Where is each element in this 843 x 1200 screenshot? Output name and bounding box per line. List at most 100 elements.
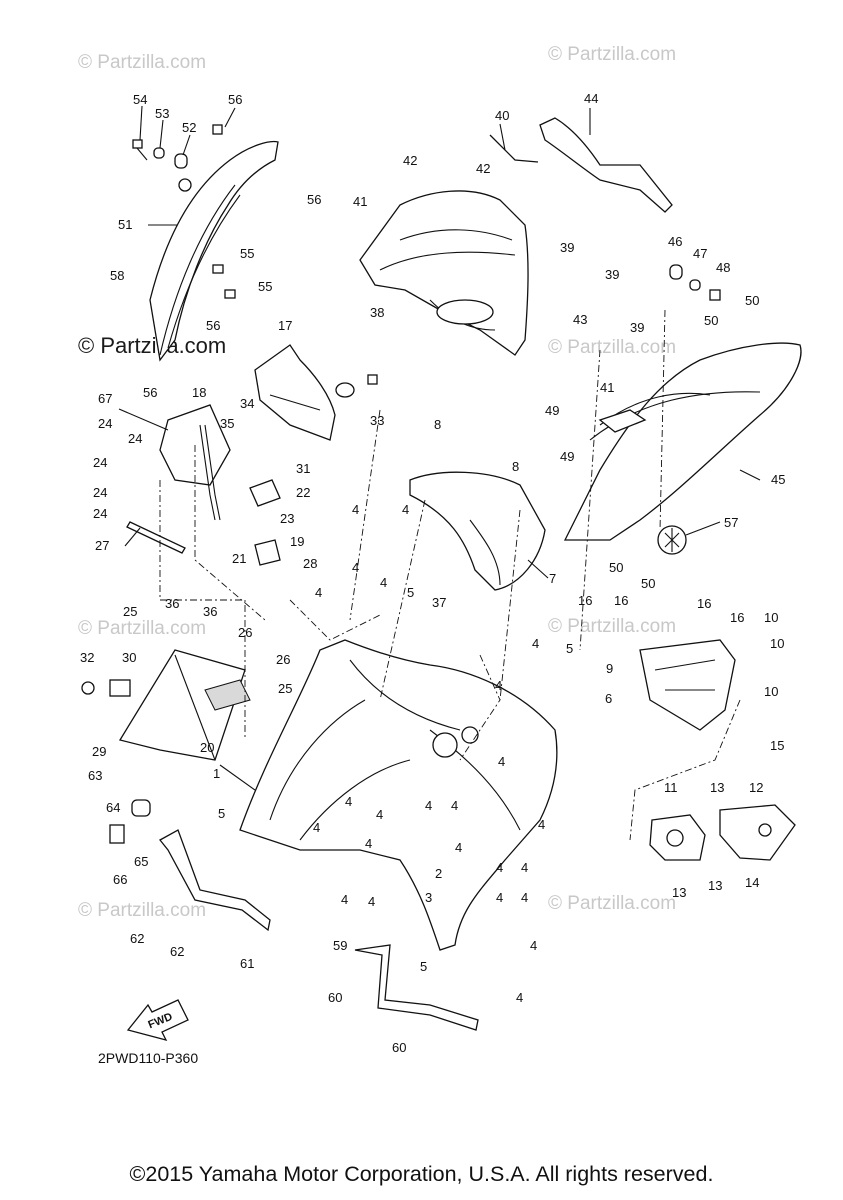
callout: 4 (313, 820, 320, 835)
callout: 42 (476, 161, 490, 176)
callout: 8 (512, 459, 519, 474)
callout: 57 (724, 515, 738, 530)
callout: 39 (560, 240, 574, 255)
bolts-52-54 (132, 139, 188, 169)
callout: 56 (228, 92, 242, 107)
callout: 5 (420, 959, 427, 974)
callout: 22 (296, 485, 310, 500)
watermark: © Partzilla.com (78, 618, 207, 639)
part-1-leg-shield (239, 639, 558, 951)
callout: 53 (155, 106, 169, 121)
callout: 25 (278, 681, 292, 696)
callout: 42 (403, 153, 417, 168)
callout: 55 (258, 279, 272, 294)
bolt-32 (81, 681, 95, 695)
callout: 24 (93, 485, 107, 500)
callout: 13 (708, 878, 722, 893)
callout: 59 (333, 938, 347, 953)
callout: 4 (532, 636, 539, 651)
callout: 34 (240, 396, 254, 411)
callout: 4 (495, 678, 502, 693)
callout-leaders (118, 105, 761, 791)
callout: 21 (232, 551, 246, 566)
callout: 47 (693, 246, 707, 261)
callout: 30 (122, 650, 136, 665)
part-40-rod (489, 134, 539, 163)
part-9-cover (639, 639, 736, 731)
diagram-code: 2PWD110-P360 (98, 1050, 199, 1066)
callout: 46 (668, 234, 682, 249)
part-38-top-cover (359, 190, 529, 356)
callout: 10 (770, 636, 784, 651)
part-33-grommet (335, 374, 378, 398)
callout: 8 (434, 417, 441, 432)
callout: 63 (88, 768, 102, 783)
callout: 64 (106, 800, 120, 815)
callout: 10 (764, 610, 778, 625)
callout: 16 (697, 596, 711, 611)
callout: 29 (92, 744, 106, 759)
bolt-48 (709, 289, 721, 301)
callout: 24 (93, 506, 107, 521)
callout: 31 (296, 461, 310, 476)
callout: 51 (118, 217, 132, 232)
callout: 20 (200, 740, 214, 755)
callout: 12 (749, 780, 763, 795)
grommet-46 (669, 264, 683, 280)
callout: 62 (130, 931, 144, 946)
watermark: © Partzilla.com (548, 337, 677, 358)
callout: 4 (368, 894, 375, 909)
callout: 27 (95, 538, 109, 553)
callout: 23 (280, 511, 294, 526)
watermark: © Partzilla.com (78, 52, 207, 73)
part-51-side-cover (149, 124, 279, 362)
callout: 4 (345, 794, 352, 809)
part-12-cover (719, 804, 796, 861)
callout: 35 (220, 416, 234, 431)
callout: 2 (435, 866, 442, 881)
callout: 56 (143, 385, 157, 400)
callout: 4 (498, 754, 505, 769)
callout: 5 (218, 806, 225, 821)
part-66 (109, 824, 125, 844)
callout: 13 (672, 885, 686, 900)
callout: 55 (240, 246, 254, 261)
callout: 62 (170, 944, 184, 959)
callout: 44 (584, 91, 598, 106)
callout: 67 (98, 391, 112, 406)
callout: 4 (455, 840, 462, 855)
callout: 50 (745, 293, 759, 308)
callout: 50 (641, 576, 655, 591)
callout: 36 (203, 604, 217, 619)
part-27-strip (126, 521, 186, 554)
callout-labels: 54 53 52 56 56 51 55 55 58 56 56 17 18 6… (80, 91, 785, 1055)
callout: 18 (192, 385, 206, 400)
callout: 4 (341, 892, 348, 907)
callout: 60 (328, 990, 342, 1005)
part-7-inner-shield (409, 471, 546, 591)
callout: 26 (276, 652, 290, 667)
callout: 41 (353, 194, 367, 209)
callout: 39 (605, 267, 619, 282)
callout: 24 (98, 416, 112, 431)
callout: 66 (113, 872, 127, 887)
callout: 14 (745, 875, 759, 890)
callout: 13 (710, 780, 724, 795)
callout: 49 (560, 449, 574, 464)
callout: 4 (530, 938, 537, 953)
callout: 16 (614, 593, 628, 608)
callout: 43 (573, 312, 587, 327)
callout: 4 (380, 575, 387, 590)
callout: 4 (521, 890, 528, 905)
callout: 32 (80, 650, 94, 665)
callout: 4 (521, 860, 528, 875)
part-44-bracket (539, 117, 673, 213)
callout: 3 (425, 890, 432, 905)
callout: 4 (352, 560, 359, 575)
part-59-rod (354, 944, 479, 1031)
callout: 26 (238, 625, 252, 640)
callout: 50 (704, 313, 718, 328)
watermark: © Partzilla.com (548, 893, 677, 914)
callout: 56 (206, 318, 220, 333)
